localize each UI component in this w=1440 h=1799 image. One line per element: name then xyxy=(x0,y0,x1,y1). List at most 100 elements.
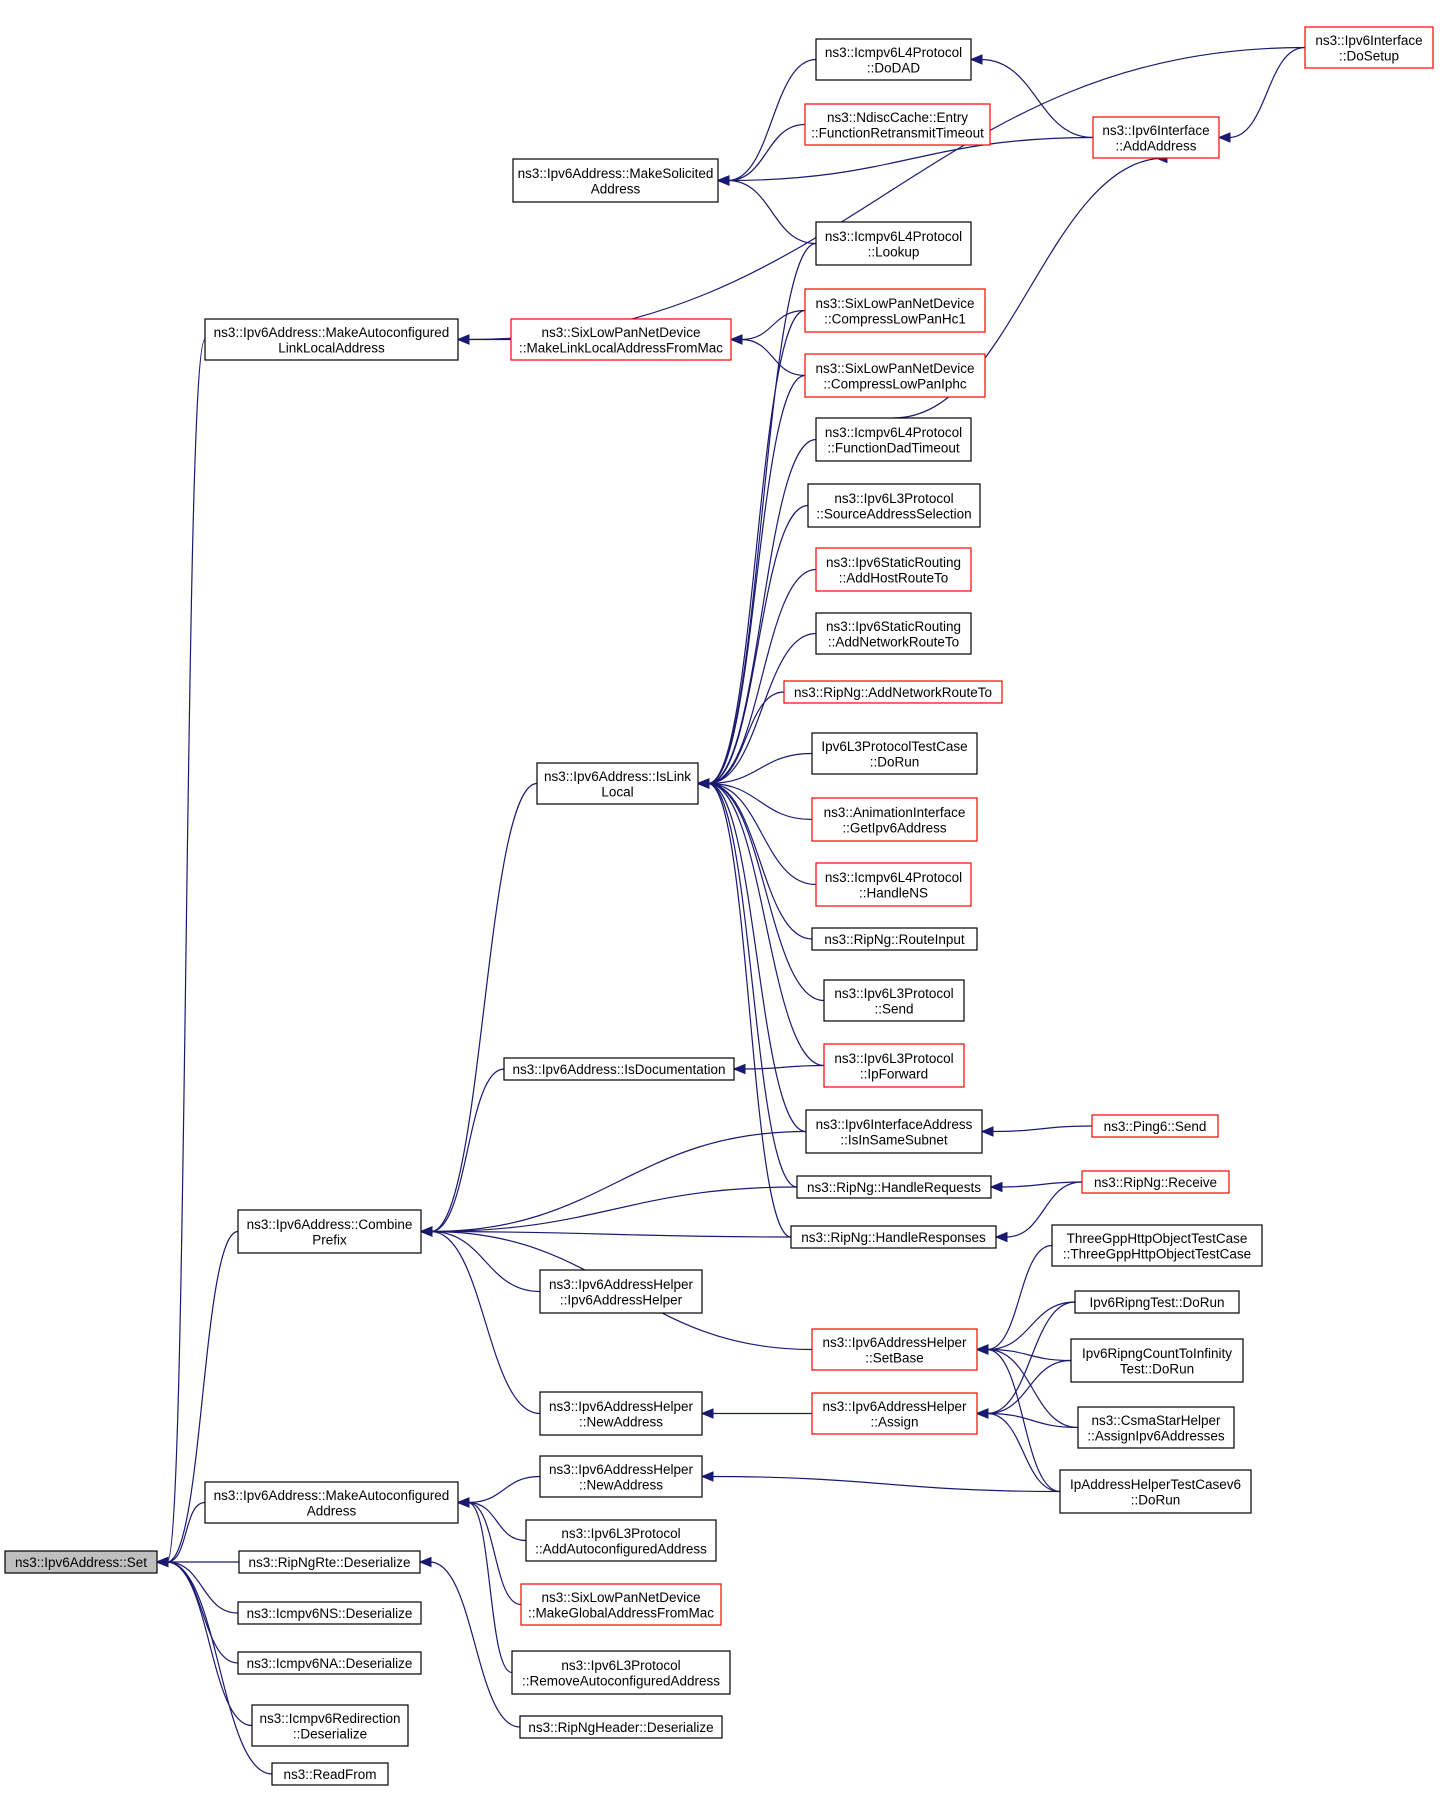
node-addhost[interactable]: ns3::Ipv6StaticRouting::AddHostRouteTo xyxy=(815,547,972,592)
node-dosetup[interactable]: ns3::Ipv6Interface::DoSetup xyxy=(1304,26,1434,69)
call-edge-l3send-to-islink xyxy=(696,778,825,1002)
node-label: Address xyxy=(591,181,641,196)
node-label: LinkLocalAddress xyxy=(278,340,385,355)
node-icmpna[interactable]: ns3::Icmpv6NA::Deserialize xyxy=(237,1651,422,1675)
node-box xyxy=(1091,1114,1219,1138)
node-iphelpertest[interactable]: IpAddressHelperTestCasev6::DoRun xyxy=(1059,1469,1252,1514)
call-edge-iphelpertest-to-setbase xyxy=(975,1344,1061,1493)
node-label: ns3::Ipv6Address::Set xyxy=(15,1555,147,1570)
node-isdoc[interactable]: ns3::Ipv6Address::IsDocumentation xyxy=(503,1057,735,1081)
node-csmastar[interactable]: ns3::CsmaStarHelper::AssignIpv6Addresses xyxy=(1077,1406,1235,1449)
node-helperctor[interactable]: ns3::Ipv6AddressHelper::Ipv6AddressHelpe… xyxy=(539,1269,703,1314)
node-label: ::SetBase xyxy=(865,1350,924,1365)
node-l3send[interactable]: ns3::Ipv6L3Protocol::Send xyxy=(823,979,965,1022)
call-edge-sixmakeglobal-to-makeauto xyxy=(456,1497,522,1606)
node-handlereq[interactable]: ns3::RipNg::HandleRequests xyxy=(796,1175,992,1199)
node-box xyxy=(815,38,972,81)
node-icmpredir[interactable]: ns3::Icmpv6Redirection::Deserialize xyxy=(251,1704,409,1747)
node-ripreceive[interactable]: ns3::RipNg::Receive xyxy=(1081,1170,1230,1194)
node-handlens[interactable]: ns3::Icmpv6L4Protocol::HandleNS xyxy=(815,862,972,907)
node-srcaddrsel[interactable]: ns3::Ipv6L3Protocol::SourceAddressSelect… xyxy=(807,483,981,528)
node-label: ::Deserialize xyxy=(293,1726,367,1741)
node-label: ns3::Ipv6Address::MakeSolicited xyxy=(518,166,714,181)
node-l3removeauto[interactable]: ns3::Ipv6L3Protocol::RemoveAutoconfigure… xyxy=(511,1650,731,1695)
node-label: ns3::RipNg::Receive xyxy=(1094,1175,1217,1190)
node-routeinput[interactable]: ns3::RipNg::RouteInput xyxy=(811,927,978,951)
node-ripaddnet[interactable]: ns3::RipNg::AddNetworkRouteTo xyxy=(783,680,1003,704)
node-label: ::Lookup xyxy=(868,244,920,259)
node-box xyxy=(511,1650,731,1695)
node-label: ns3::Ipv6AddressHelper xyxy=(549,1462,694,1477)
node-addnet[interactable]: ns3::Ipv6StaticRouting::AddNetworkRouteT… xyxy=(815,612,972,655)
call-edge-icmpredir-to-set xyxy=(155,1556,253,1727)
node-lookup[interactable]: ns3::Icmpv6L4Protocol::Lookup xyxy=(815,221,972,266)
node-label: Test::DoRun xyxy=(1120,1361,1194,1376)
call-edge-ripaddnet-to-islink xyxy=(696,691,785,789)
node-issamesubnet[interactable]: ns3::Ipv6InterfaceAddress::IsInSameSubne… xyxy=(805,1109,983,1154)
node-iphc[interactable]: ns3::SixLowPanNetDevice::CompressLowPanI… xyxy=(804,353,986,398)
node-threegpp[interactable]: ThreeGppHttpObjectTestCase::ThreeGppHttp… xyxy=(1051,1224,1263,1267)
node-label: ns3::Icmpv6Redirection xyxy=(259,1711,400,1726)
node-ripngheader[interactable]: ns3::RipNgHeader::Deserialize xyxy=(519,1715,723,1739)
node-label: ns3::SixLowPanNetDevice xyxy=(541,325,700,340)
node-ifaddaddr[interactable]: ns3::Ipv6Interface::AddAddress xyxy=(1092,116,1220,159)
node-box xyxy=(790,1225,997,1249)
call-edge-islink-to-combine xyxy=(419,782,538,1237)
node-label: ns3::RipNg::HandleResponses xyxy=(801,1230,986,1245)
call-edge-dodad-to-makesol xyxy=(716,58,817,186)
node-label: ns3::Icmpv6L4Protocol xyxy=(825,425,962,440)
node-label: ns3::RipNgHeader::Deserialize xyxy=(528,1720,713,1735)
node-label: ::SourceAddressSelection xyxy=(816,506,971,521)
call-edge-csmastar-to-setbase xyxy=(975,1344,1079,1429)
node-box xyxy=(539,1269,703,1314)
node-setbase[interactable]: ns3::Ipv6AddressHelper::SetBase xyxy=(811,1328,978,1371)
node-label: ns3::Ipv6Address::MakeAutoconfigured xyxy=(214,1488,450,1503)
call-edge-ripngtest-to-setbase xyxy=(975,1301,1076,1355)
node-hc1[interactable]: ns3::SixLowPanNetDevice::CompressLowPanH… xyxy=(804,288,986,333)
node-box xyxy=(815,612,972,655)
node-label: ::NewAddress xyxy=(579,1414,663,1429)
node-label: ns3::Ipv6L3Protocol xyxy=(561,1526,680,1541)
node-label: ns3::Icmpv6NA::Deserialize xyxy=(247,1656,413,1671)
node-box xyxy=(823,979,965,1022)
node-label: ns3::CsmaStarHelper xyxy=(1091,1413,1221,1428)
node-sixmakeglobal[interactable]: ns3::SixLowPanNetDevice::MakeGlobalAddre… xyxy=(520,1583,722,1626)
node-makeauto_ll[interactable]: ns3::Ipv6Address::MakeAutoconfiguredLink… xyxy=(204,318,459,361)
node-label: ::AddHostRouteTo xyxy=(839,570,949,585)
node-set[interactable]: ns3::Ipv6Address::Set xyxy=(4,1550,158,1574)
node-box xyxy=(804,288,986,333)
node-label: ns3::NdiscCache::Entry xyxy=(827,110,968,125)
call-edge-ripngcount-to-setbase xyxy=(975,1344,1072,1362)
node-l3addauto[interactable]: ns3::Ipv6L3Protocol::AddAutoconfiguredAd… xyxy=(525,1519,717,1562)
node-label: ::FunctionRetransmitTimeout xyxy=(811,125,984,140)
node-handleresp[interactable]: ns3::RipNg::HandleResponses xyxy=(790,1225,997,1249)
node-ipforward[interactable]: ns3::Ipv6L3Protocol::IpForward xyxy=(823,1043,965,1088)
node-icmpns[interactable]: ns3::Icmpv6NS::Deserialize xyxy=(237,1601,422,1625)
node-dodad[interactable]: ns3::Icmpv6L4Protocol::DoDAD xyxy=(815,38,972,81)
node-dadtimeout[interactable]: ns3::Icmpv6L4Protocol::FunctionDadTimeou… xyxy=(815,417,972,462)
node-box xyxy=(1059,1469,1252,1514)
node-sixmakell[interactable]: ns3::SixLowPanNetDevice::MakeLinkLocalAd… xyxy=(510,318,732,361)
node-box xyxy=(1077,1406,1235,1449)
node-box xyxy=(823,1043,965,1088)
node-newaddr2[interactable]: ns3::Ipv6AddressHelper::NewAddress xyxy=(539,1455,703,1498)
node-anim[interactable]: ns3::AnimationInterface::GetIpv6Address xyxy=(811,797,978,842)
node-ping6[interactable]: ns3::Ping6::Send xyxy=(1091,1114,1219,1138)
node-ripngtest[interactable]: Ipv6RipngTest::DoRun xyxy=(1074,1290,1240,1314)
node-ndisc[interactable]: ns3::NdiscCache::Entry::FunctionRetransm… xyxy=(804,103,991,146)
node-box xyxy=(251,1704,409,1747)
node-makeauto[interactable]: ns3::Ipv6Address::MakeAutoconfiguredAddr… xyxy=(204,1481,459,1524)
node-ripngrte[interactable]: ns3::RipNgRte::Deserialize xyxy=(238,1550,421,1574)
node-l3test[interactable]: Ipv6L3ProtocolTestCase::DoRun xyxy=(811,732,978,775)
node-label: ::NewAddress xyxy=(579,1477,663,1492)
node-label: ns3::Ipv6Address::IsDocumentation xyxy=(512,1062,725,1077)
node-readfrom[interactable]: ns3::ReadFrom xyxy=(271,1762,389,1786)
node-newaddr1[interactable]: ns3::Ipv6AddressHelper::NewAddress xyxy=(539,1391,703,1436)
node-label: ::CompressLowPanIphc xyxy=(823,376,967,391)
node-assign[interactable]: ns3::Ipv6AddressHelper::Assign xyxy=(811,1392,978,1435)
node-label: ns3::Icmpv6L4Protocol xyxy=(825,229,962,244)
